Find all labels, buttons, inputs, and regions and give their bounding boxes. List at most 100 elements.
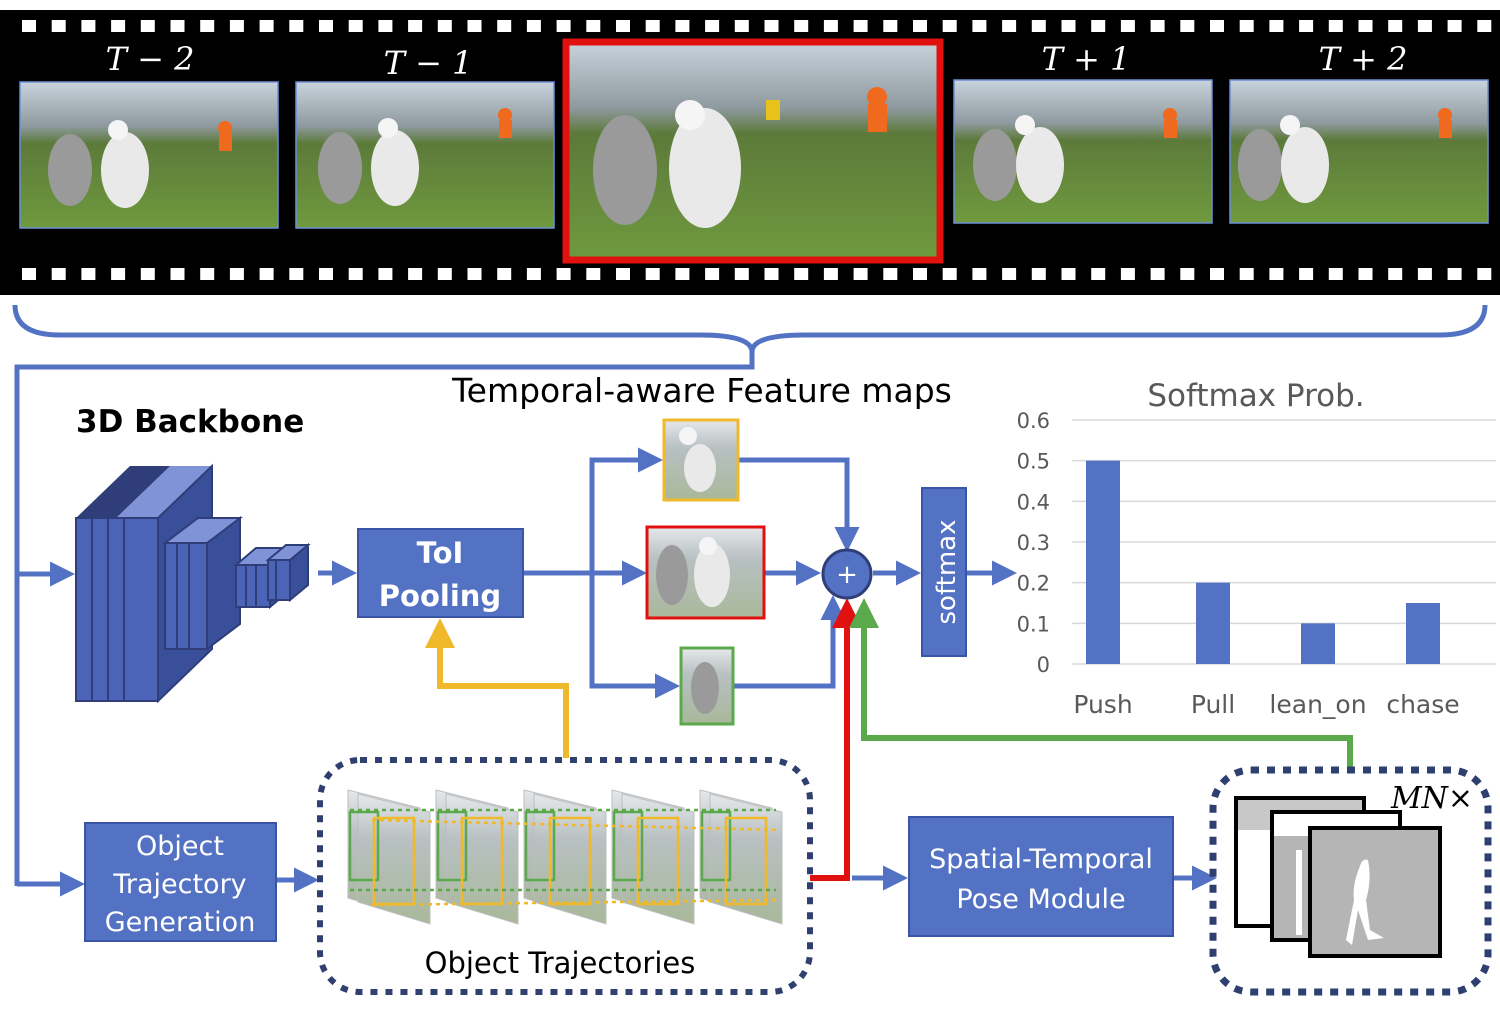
sprocket-hole bbox=[289, 268, 304, 280]
plus-icon: + bbox=[836, 560, 858, 590]
trajectory-box-green bbox=[348, 810, 380, 882]
otg-label-line3: Generation bbox=[105, 907, 256, 938]
roi-crop-red bbox=[645, 525, 766, 620]
sprocket-hole bbox=[1269, 268, 1284, 280]
sprocket-hole bbox=[1358, 20, 1373, 32]
sprocket-hole bbox=[616, 268, 630, 280]
chart-xtick-label: Push bbox=[1073, 690, 1132, 719]
sprocket-hole bbox=[794, 20, 809, 32]
frame-t-plus-1 bbox=[953, 79, 1213, 224]
sprocket-hole bbox=[497, 20, 512, 32]
sprocket-hole bbox=[348, 268, 363, 280]
sprocket-hole bbox=[1328, 268, 1343, 280]
sprocket-hole bbox=[883, 268, 898, 280]
stpm-label-line2: Pose Module bbox=[956, 884, 1125, 915]
sprocket-hole bbox=[259, 20, 274, 32]
chart-bar-pull bbox=[1196, 582, 1230, 664]
chart-ytick-label: 0.4 bbox=[1017, 490, 1050, 514]
sprocket-hole bbox=[1417, 268, 1432, 280]
sprocket-hole bbox=[942, 20, 957, 32]
chart-ytick-label: 0.1 bbox=[1017, 612, 1050, 636]
sprocket-hole bbox=[734, 20, 749, 32]
sprocket-hole bbox=[259, 268, 274, 280]
trajectory-frame bbox=[445, 793, 519, 925]
frame-label-t-minus-2: T − 2 bbox=[106, 40, 195, 78]
otg-label-line1: Object bbox=[136, 831, 224, 862]
sprocket-hole bbox=[111, 268, 126, 280]
sprocket-hole bbox=[616, 20, 630, 32]
sprocket-hole bbox=[794, 268, 809, 280]
sprocket-hole bbox=[913, 268, 927, 280]
sprocket-hole bbox=[437, 20, 452, 32]
trajectory-box-green bbox=[524, 810, 556, 882]
sprocket-hole bbox=[348, 20, 363, 32]
sprocket-hole bbox=[229, 268, 244, 280]
toi-label-line1: ToI bbox=[417, 536, 464, 570]
frame-label-t-plus-1: T + 1 bbox=[1042, 40, 1131, 78]
sprocket-hole bbox=[1328, 20, 1343, 32]
green-flow-line bbox=[849, 598, 1353, 770]
trajectory-box-yellow bbox=[724, 816, 768, 906]
sprocket-hole bbox=[1061, 20, 1076, 32]
sprocket-hole bbox=[823, 268, 838, 280]
stpm-box: Spatial-Temporal Pose Module bbox=[908, 816, 1174, 937]
flow-lines-blue bbox=[14, 352, 1217, 897]
sprocket-hole bbox=[497, 268, 512, 280]
frame-t-current bbox=[562, 38, 944, 264]
red-flow-line bbox=[810, 598, 862, 881]
sprocket-hole bbox=[1120, 20, 1135, 32]
sprocket-hole bbox=[913, 20, 927, 32]
sprocket-hole bbox=[378, 20, 393, 32]
sprocket-hole bbox=[675, 268, 690, 280]
pose-silhouette bbox=[1346, 859, 1384, 945]
sprocket-hole bbox=[1002, 268, 1017, 280]
sprocket-hole bbox=[1477, 20, 1492, 32]
sprocket-hole bbox=[942, 268, 957, 280]
sprocket-hole bbox=[1031, 268, 1046, 280]
trajectory-frame bbox=[709, 793, 783, 925]
sprocket-hole bbox=[319, 268, 333, 280]
sprocket-hole bbox=[1447, 20, 1462, 32]
sprocket-hole bbox=[1447, 268, 1462, 280]
trajectory-box-green bbox=[436, 810, 468, 882]
sprocket-hole bbox=[1388, 20, 1403, 32]
sprocket-hole bbox=[556, 20, 571, 32]
sprocket-hole bbox=[1299, 268, 1314, 280]
chart-ytick-label: 0.3 bbox=[1017, 531, 1050, 555]
sprocket-hole bbox=[51, 268, 66, 280]
sprocket-hole bbox=[526, 20, 541, 32]
sprocket-hole bbox=[645, 20, 660, 32]
toi-pooling-box: ToI Pooling bbox=[357, 528, 524, 618]
trajectory-box-green bbox=[700, 810, 732, 882]
backbone-medium-layers bbox=[162, 515, 243, 652]
frame-t-minus-1 bbox=[295, 81, 555, 229]
sprocket-hole bbox=[972, 268, 987, 280]
sprocket-hole bbox=[22, 268, 36, 280]
sprocket-hole bbox=[1150, 20, 1165, 32]
sprocket-holes-top bbox=[22, 20, 1492, 32]
sprocket-hole bbox=[319, 20, 333, 32]
sprocket-hole bbox=[408, 20, 423, 32]
sprocket-hole bbox=[1061, 268, 1076, 280]
backbone-small-layers bbox=[233, 542, 311, 610]
sprocket-hole bbox=[467, 20, 482, 32]
sum-node: + bbox=[821, 548, 873, 600]
trajectory-frames bbox=[347, 789, 783, 925]
trajectory-box-yellow bbox=[460, 816, 504, 906]
sprocket-hole bbox=[1299, 20, 1314, 32]
sprocket-hole bbox=[289, 20, 304, 32]
softmax-box: softmax bbox=[921, 487, 967, 657]
otg-box: Object Trajectory Generation bbox=[84, 822, 277, 942]
yellow-flow-line bbox=[425, 618, 569, 758]
filmstrip: T − 2 T − 1 T + 1 T + 2 bbox=[0, 10, 1500, 295]
sprocket-hole bbox=[22, 20, 36, 32]
sprocket-hole bbox=[556, 268, 571, 280]
softmax-label: softmax bbox=[932, 520, 962, 625]
chart-bar-push bbox=[1086, 460, 1120, 664]
sprocket-hole bbox=[1417, 20, 1432, 32]
sprocket-hole bbox=[81, 268, 96, 280]
sprocket-hole bbox=[823, 20, 838, 32]
sprocket-hole bbox=[1358, 268, 1373, 280]
